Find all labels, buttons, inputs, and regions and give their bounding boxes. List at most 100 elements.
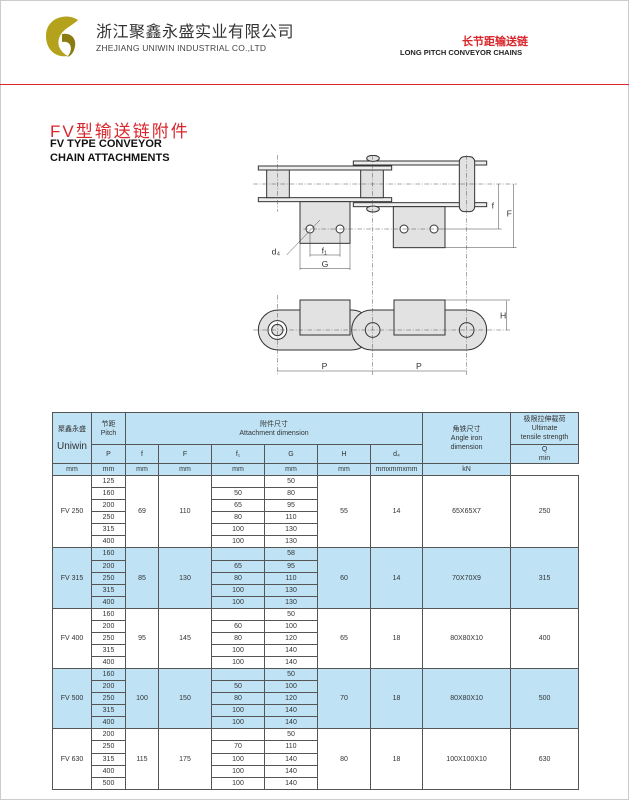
f-cell: 100 <box>125 668 159 730</box>
g-cell: 80 <box>264 487 318 501</box>
f1-cell: 80 <box>211 511 265 525</box>
unit-cell: mm <box>52 462 92 477</box>
company-logo <box>46 16 78 57</box>
g-cell: 140 <box>264 704 318 718</box>
q-sub: min <box>538 455 551 462</box>
pitch-cell: 400 <box>91 716 126 730</box>
g-cell: 110 <box>264 740 318 754</box>
pitch-cell: 315 <box>91 643 126 658</box>
pitch-cell: 200 <box>91 499 126 513</box>
g-cell: 50 <box>264 607 318 621</box>
column-header-1: f <box>125 444 159 464</box>
unit-cell: mm <box>158 462 212 477</box>
pitch-cell: 200 <box>91 728 126 742</box>
category-cn: 长节距输送链 <box>462 36 528 48</box>
f1-cell: 100 <box>211 583 265 597</box>
company-name-cn: 浙江聚鑫永盛实业有限公司 <box>96 24 295 41</box>
angle-cell: 100X100X10 <box>422 728 512 790</box>
pitch-cell: 315 <box>91 523 126 537</box>
f1-cell: 80 <box>211 631 265 645</box>
f-cell: 95 <box>125 607 159 670</box>
f1-cell <box>211 547 265 561</box>
f1-cell: 100 <box>211 716 265 730</box>
angle-cell: 70X70X9 <box>422 547 512 609</box>
model-cell: FV 630 <box>52 728 92 790</box>
g-cell: 110 <box>264 571 318 585</box>
f1-cell <box>211 728 265 742</box>
f1-cell: 80 <box>211 692 265 706</box>
F-cell: 145 <box>158 607 212 670</box>
category-en: LONG PITCH CONVEYOR CHAINS <box>400 48 523 57</box>
model-cell: FV 500 <box>52 668 92 730</box>
f1-cell: 100 <box>211 643 265 658</box>
section-title-en-1: FV TYPE CONVEYOR <box>50 138 162 150</box>
h-cell: 60 <box>317 547 371 609</box>
attachment-plate <box>299 201 351 244</box>
d4-cell: 18 <box>369 728 424 790</box>
g-cell: 130 <box>264 583 318 597</box>
label-p-2: P <box>416 361 422 371</box>
model-cell: FV 250 <box>52 475 92 549</box>
h-cell: 80 <box>317 728 371 790</box>
f1-cell: 100 <box>211 704 265 718</box>
unit-cell: mm <box>264 462 318 477</box>
g-cell: 50 <box>264 475 318 489</box>
F-cell: 150 <box>158 668 212 730</box>
chain-attachment-drawing: d₄ f₁ G f F H P P <box>253 155 517 375</box>
f1-cell <box>211 475 265 489</box>
pitch-cell: 400 <box>91 764 126 778</box>
angle-cell: 65X65X7 <box>422 475 512 549</box>
g-cell: 50 <box>264 668 318 682</box>
header-divider <box>0 84 629 85</box>
unit-cell: kN <box>422 462 512 477</box>
angle-cell: 80X80X10 <box>422 607 512 670</box>
d4-cell: 14 <box>369 475 424 549</box>
f-cell: 115 <box>125 728 159 790</box>
q-cell: 400 <box>510 607 580 670</box>
q-cell: 250 <box>510 475 580 549</box>
pitch-cell: 250 <box>91 692 126 706</box>
column-header-3: f₁ <box>211 444 265 464</box>
g-cell: 140 <box>264 752 318 766</box>
q-cell: 500 <box>510 668 580 730</box>
pitch-cell: 200 <box>91 559 126 573</box>
g-cell: 50 <box>264 728 318 742</box>
column-header-6: d₄ <box>369 444 424 464</box>
pitch-cell: 250 <box>91 740 126 754</box>
f1-cell: 50 <box>211 680 265 694</box>
g-cell: 95 <box>264 559 318 573</box>
h-cell: 70 <box>317 668 371 730</box>
f1-cell <box>211 607 265 621</box>
pitch-cell: 400 <box>91 595 126 609</box>
label-g: G <box>322 259 329 269</box>
label-f1: f₁ <box>322 246 327 256</box>
unit-cell: mm <box>91 462 126 477</box>
f-cell: 69 <box>125 475 159 549</box>
g-cell: 130 <box>264 535 318 549</box>
pitch-cell: 250 <box>91 571 126 585</box>
F-cell: 130 <box>158 547 212 609</box>
f1-cell: 100 <box>211 655 265 670</box>
g-cell: 130 <box>264 595 318 609</box>
g-cell: 120 <box>264 692 318 706</box>
pitch-cell: 160 <box>91 547 126 561</box>
unit-cell: mm <box>125 462 159 477</box>
f1-cell: 65 <box>211 499 265 513</box>
f1-cell: 60 <box>211 619 265 633</box>
d4-cell: 18 <box>369 668 424 730</box>
g-cell: 140 <box>264 655 318 670</box>
f-cell: 85 <box>125 547 159 609</box>
company-name-en: ZHEJIANG UNIWIN INDUSTRIAL CO.,LTD <box>96 43 267 53</box>
f1-cell: 100 <box>211 752 265 766</box>
h-cell: 65 <box>317 607 371 670</box>
pitch-cell: 250 <box>91 511 126 525</box>
g-cell: 95 <box>264 499 318 513</box>
